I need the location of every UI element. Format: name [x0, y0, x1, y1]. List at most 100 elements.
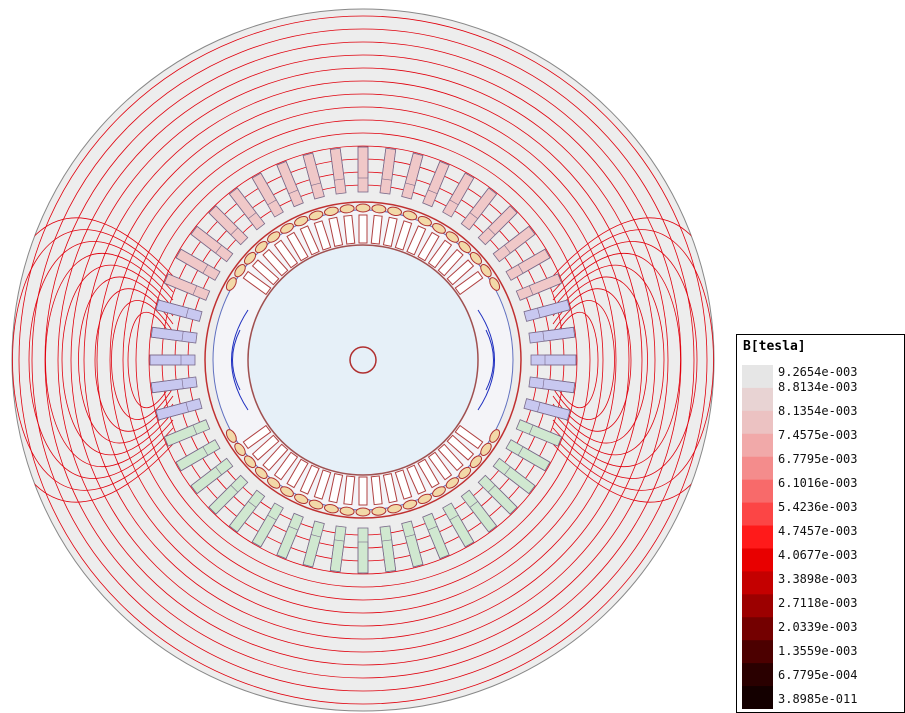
rotor-bar	[339, 204, 355, 214]
flux-line	[122, 119, 604, 601]
rotor-slot	[343, 475, 356, 506]
stator-slot	[515, 419, 563, 447]
stator-slot	[530, 354, 577, 366]
stator-slot	[208, 205, 249, 246]
rotor-bar	[417, 216, 432, 227]
rotor-bar	[308, 499, 324, 510]
rotor-bar	[480, 442, 492, 456]
rotor-teeth	[242, 214, 484, 506]
rotor-bar	[280, 222, 294, 234]
flux-line	[552, 276, 648, 444]
rotor-slot	[406, 464, 427, 495]
rotor-bar	[280, 486, 294, 498]
legend-swatch	[742, 433, 773, 458]
rotor-bar	[371, 506, 387, 516]
stator-slot	[163, 419, 211, 447]
stator-slot	[379, 147, 397, 195]
rotor-slot	[299, 225, 320, 256]
rotor-slot	[382, 216, 398, 247]
flux-line	[57, 54, 669, 666]
rotor-slot	[437, 248, 464, 277]
rotor-bar	[402, 210, 418, 221]
stator-slot	[190, 225, 234, 263]
rotor-slot	[273, 451, 299, 481]
flux-line	[94, 288, 174, 432]
stator-slot	[523, 299, 571, 322]
rotor-slot	[437, 443, 464, 472]
rotor-bar	[489, 429, 501, 443]
stator-slot	[190, 457, 234, 495]
stator-slot	[251, 172, 284, 218]
stator-slot	[163, 273, 211, 301]
rotor-bar	[458, 240, 472, 254]
legend-title: B[tesla]	[743, 339, 806, 354]
rotor-slot	[313, 220, 332, 251]
flux-line	[552, 241, 698, 479]
rotor-bar	[445, 231, 459, 243]
rotor-slot	[242, 270, 272, 296]
stator-slot	[460, 489, 498, 533]
rotor-bar	[458, 466, 472, 480]
rotor-slot	[406, 225, 427, 256]
stator-slot	[357, 527, 369, 574]
rotor-slot	[262, 443, 289, 472]
flux-line	[127, 311, 174, 409]
rotor-bar	[402, 499, 418, 510]
stator-slot	[329, 525, 347, 573]
legend-label: 6.7795e-003	[778, 452, 858, 466]
legend-swatch	[742, 617, 773, 641]
legend-label: 5.4236e-003	[778, 500, 858, 514]
stator-slot	[492, 457, 536, 495]
rotor-slot	[262, 248, 289, 277]
flux-line	[111, 300, 174, 420]
stator-slots	[149, 146, 577, 574]
stator-slot	[401, 520, 424, 568]
flux-line	[552, 300, 615, 420]
rotor-bar	[308, 210, 324, 221]
legend-swatch	[742, 387, 773, 412]
flux-line	[18, 15, 708, 705]
rotor-bar	[225, 429, 237, 443]
rotor-bar	[432, 486, 446, 498]
legend-swatch	[742, 525, 773, 549]
flux-line	[61, 264, 174, 456]
legend-swatch	[742, 456, 773, 481]
stator-slot	[276, 160, 304, 208]
rotor-bar	[243, 251, 257, 265]
rotor-slot	[446, 434, 475, 461]
rotor-slot	[251, 434, 280, 461]
legend-swatch	[742, 663, 773, 687]
rotor-bar	[324, 206, 339, 216]
stator-slot	[329, 147, 347, 195]
rotor-bar	[225, 277, 237, 291]
legend-swatch	[742, 640, 773, 664]
flux-line	[96, 93, 630, 627]
flux-line	[28, 241, 174, 479]
stator-slot	[528, 326, 576, 344]
rotor-slot	[343, 214, 356, 245]
stator-slot	[228, 489, 266, 533]
rotor-bar	[469, 251, 483, 265]
rotor-slot	[427, 239, 453, 269]
rotor-bar	[432, 222, 446, 234]
rotor-bar	[387, 504, 402, 514]
rotor-slot	[328, 216, 344, 247]
shaft	[349, 346, 377, 374]
flux-line	[552, 253, 681, 467]
rotor-bar	[469, 455, 483, 469]
rotor-bar	[480, 264, 492, 278]
rotor-bar	[355, 507, 371, 517]
flux-line	[83, 80, 643, 640]
legend-label: 1.3559e-003	[778, 644, 858, 658]
stator-slot	[155, 398, 203, 421]
rotor-slot	[446, 259, 475, 286]
stator-slot	[505, 439, 551, 472]
rotor-bars	[225, 203, 501, 517]
rotor-bar	[417, 493, 432, 504]
stator-slot	[302, 152, 325, 200]
rotor-bar	[267, 231, 281, 243]
legend-label: 7.4575e-003	[778, 428, 858, 442]
stator-slot	[515, 273, 563, 301]
rotor-slot	[273, 239, 299, 269]
